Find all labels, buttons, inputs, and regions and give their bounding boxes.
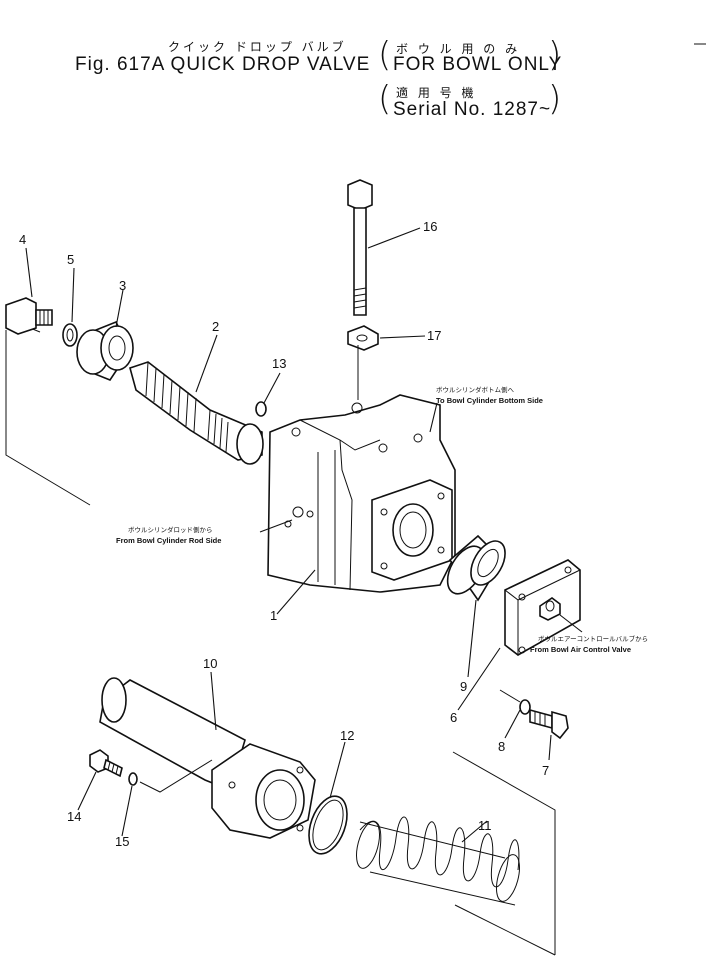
lock-washer-part-17	[347, 325, 379, 351]
spool-part-2	[129, 361, 264, 465]
cap-part-3	[76, 320, 134, 381]
bottom-side-label: To Bowl Cylinder Bottom Side	[436, 396, 543, 405]
bottom-side-japanese: ボウルシリンダボトム側へ	[436, 385, 515, 394]
serial-number-label: Serial No. 1287~	[393, 99, 552, 120]
paren-open-2: (	[378, 79, 392, 119]
washer-part-15	[128, 772, 138, 786]
bolt-part-7	[529, 708, 569, 740]
air-control-label: From Bowl Air Control Valve	[530, 645, 631, 654]
callout-14: 14	[67, 809, 81, 824]
callout-17: 17	[427, 328, 441, 343]
bracket-line-15	[139, 759, 213, 793]
callout-12: 12	[340, 728, 354, 743]
bracket-line-8	[499, 689, 521, 703]
bolt-part-4	[5, 297, 53, 335]
paren-open-1: (	[378, 35, 392, 75]
callout-4: 4	[19, 232, 26, 247]
serial-japanese: 適 用 号 機	[396, 86, 477, 100]
air-control-japanese: ボウルエアーコントロールバルブから	[538, 634, 648, 643]
callout-13: 13	[272, 356, 286, 371]
o-ring-part-13	[255, 401, 267, 417]
callout-5: 5	[67, 252, 74, 267]
for-bowl-only-label: FOR BOWL ONLY	[393, 54, 563, 75]
figure-title: Fig. 617A QUICK DROP VALVE	[75, 54, 371, 75]
callout-6: 6	[450, 710, 457, 725]
spring-part-11	[356, 816, 520, 906]
callout-9: 9	[460, 679, 467, 694]
callout-8: 8	[498, 739, 505, 754]
rod-side-japanese: ボウルシリンダロッド側から	[128, 525, 213, 534]
callout-16: 16	[423, 219, 437, 234]
leader-lines	[25, 227, 583, 843]
right-bracket-line	[452, 751, 556, 955]
cylinder-part-10	[99, 677, 316, 839]
left-bracket-line	[5, 330, 91, 506]
right-bracket-bottom	[454, 904, 556, 956]
small-bolt-part-14	[89, 749, 123, 778]
cover-plate-part-6	[504, 559, 581, 656]
title-japanese: クイック ドロップ バルブ	[168, 40, 347, 54]
valve-body-part-1	[267, 394, 456, 593]
paren-close-1: )	[548, 35, 562, 75]
callout-1: 1	[270, 608, 277, 623]
o-ring-part-12	[308, 795, 348, 855]
callout-15: 15	[115, 834, 129, 849]
callout-7: 7	[542, 763, 549, 778]
callout-2: 2	[212, 319, 219, 334]
washer-part-8	[519, 699, 531, 715]
paren-close-2: )	[548, 79, 562, 119]
callout-10: 10	[203, 656, 217, 671]
rod-side-label: From Bowl Cylinder Rod Side	[116, 536, 221, 545]
callout-3: 3	[119, 278, 126, 293]
strainer-part-9	[446, 534, 506, 602]
for-bowl-only-japanese: ボ ウ ル 用 の み	[396, 42, 521, 56]
long-bolt-part-16	[347, 179, 373, 316]
washer-part-5	[62, 323, 78, 347]
callout-11: 11	[478, 818, 492, 833]
